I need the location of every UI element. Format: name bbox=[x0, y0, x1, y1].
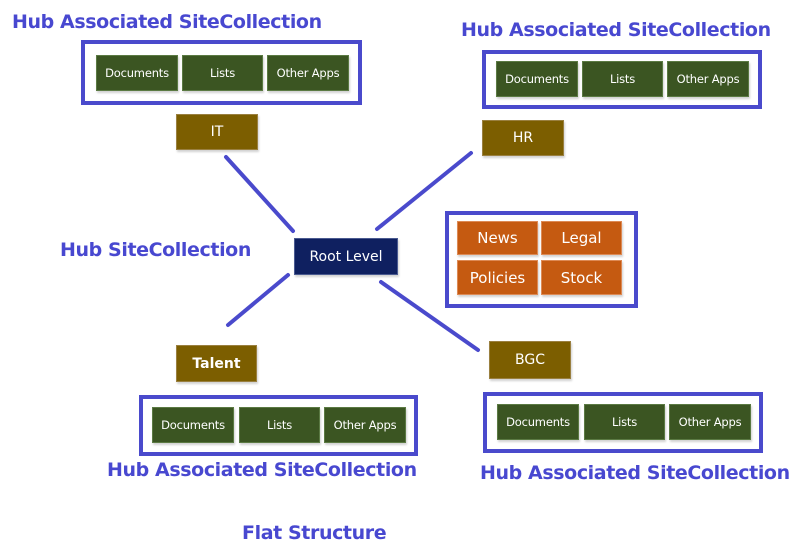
associated-title-hr: Hub Associated SiteCollection bbox=[461, 19, 771, 41]
root-level: Root Level bbox=[294, 238, 398, 275]
site-hr: HR bbox=[482, 120, 564, 156]
app-other-apps: Other Apps bbox=[669, 404, 751, 440]
hub-item-legal: Legal bbox=[541, 221, 622, 255]
app-documents: Documents bbox=[497, 404, 579, 440]
app-documents: Documents bbox=[96, 55, 178, 91]
app-documents: Documents bbox=[496, 61, 578, 97]
app-documents: Documents bbox=[152, 407, 234, 443]
app-lists: Lists bbox=[582, 61, 663, 97]
app-lists: Lists bbox=[239, 407, 320, 443]
app-lists: Lists bbox=[584, 404, 665, 440]
associated-title-talent: Hub Associated SiteCollection bbox=[107, 459, 417, 481]
app-lists: Lists bbox=[182, 55, 263, 91]
associated-title-bgc: Hub Associated SiteCollection bbox=[480, 462, 790, 484]
connector-bgc bbox=[379, 280, 480, 352]
app-other-apps: Other Apps bbox=[667, 61, 749, 97]
site-it: IT bbox=[176, 114, 258, 150]
site-bgc: BGC bbox=[489, 341, 571, 379]
associated-title-it: Hub Associated SiteCollection bbox=[12, 11, 322, 33]
diagram-caption: Flat Structure bbox=[242, 522, 387, 544]
hub-item-policies: Policies bbox=[457, 260, 538, 295]
hub-item-stock: Stock bbox=[541, 260, 622, 295]
site-talent: Talent bbox=[176, 345, 257, 382]
app-other-apps: Other Apps bbox=[267, 55, 349, 91]
connector-hr bbox=[375, 151, 473, 231]
connector-it bbox=[224, 155, 295, 233]
hub-item-news: News bbox=[457, 221, 538, 255]
app-other-apps: Other Apps bbox=[324, 407, 406, 443]
hub-title: Hub SiteCollection bbox=[60, 239, 251, 261]
connector-talent bbox=[226, 273, 290, 327]
